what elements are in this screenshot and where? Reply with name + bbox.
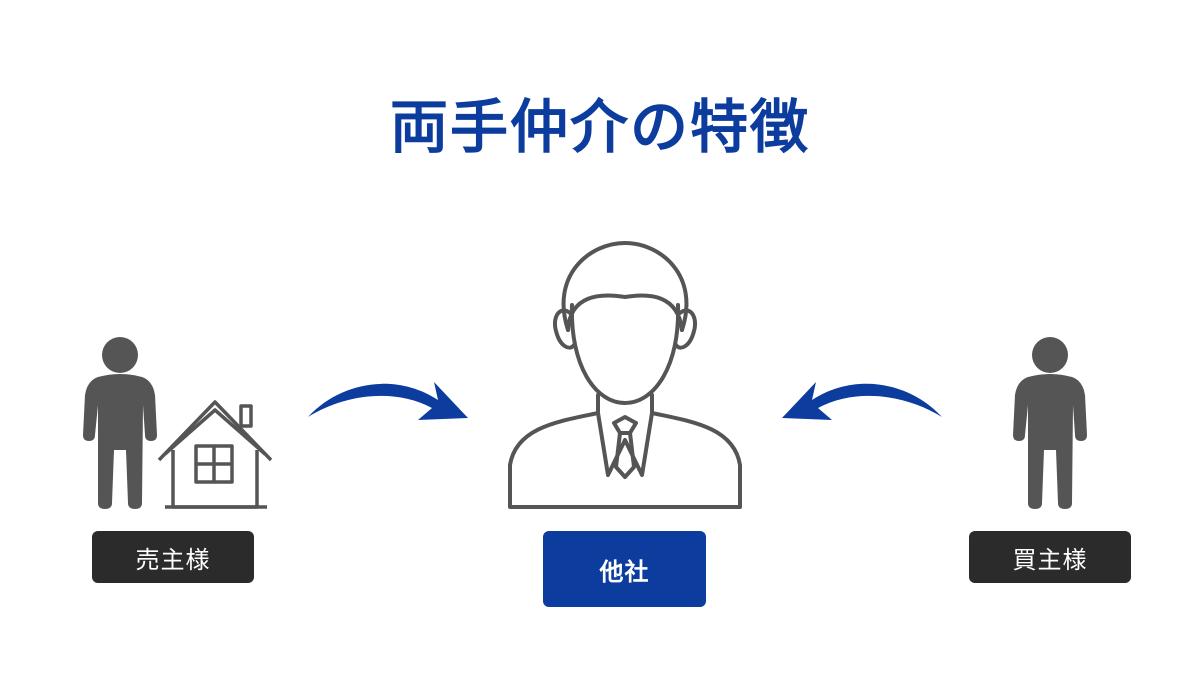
agent-icon	[508, 241, 742, 509]
buyer-to-agent-arrow	[782, 382, 942, 420]
seller-person-icon	[83, 337, 157, 509]
house-icon	[157, 400, 273, 509]
buyer-person-icon	[1013, 337, 1087, 509]
seller-to-agent-arrow	[308, 382, 468, 420]
page-title: 両手仲介の特徴	[389, 93, 810, 161]
seller-label: 売主様	[92, 531, 254, 583]
agent-label: 他社	[543, 531, 706, 607]
buyer-label: 買主様	[969, 531, 1131, 583]
